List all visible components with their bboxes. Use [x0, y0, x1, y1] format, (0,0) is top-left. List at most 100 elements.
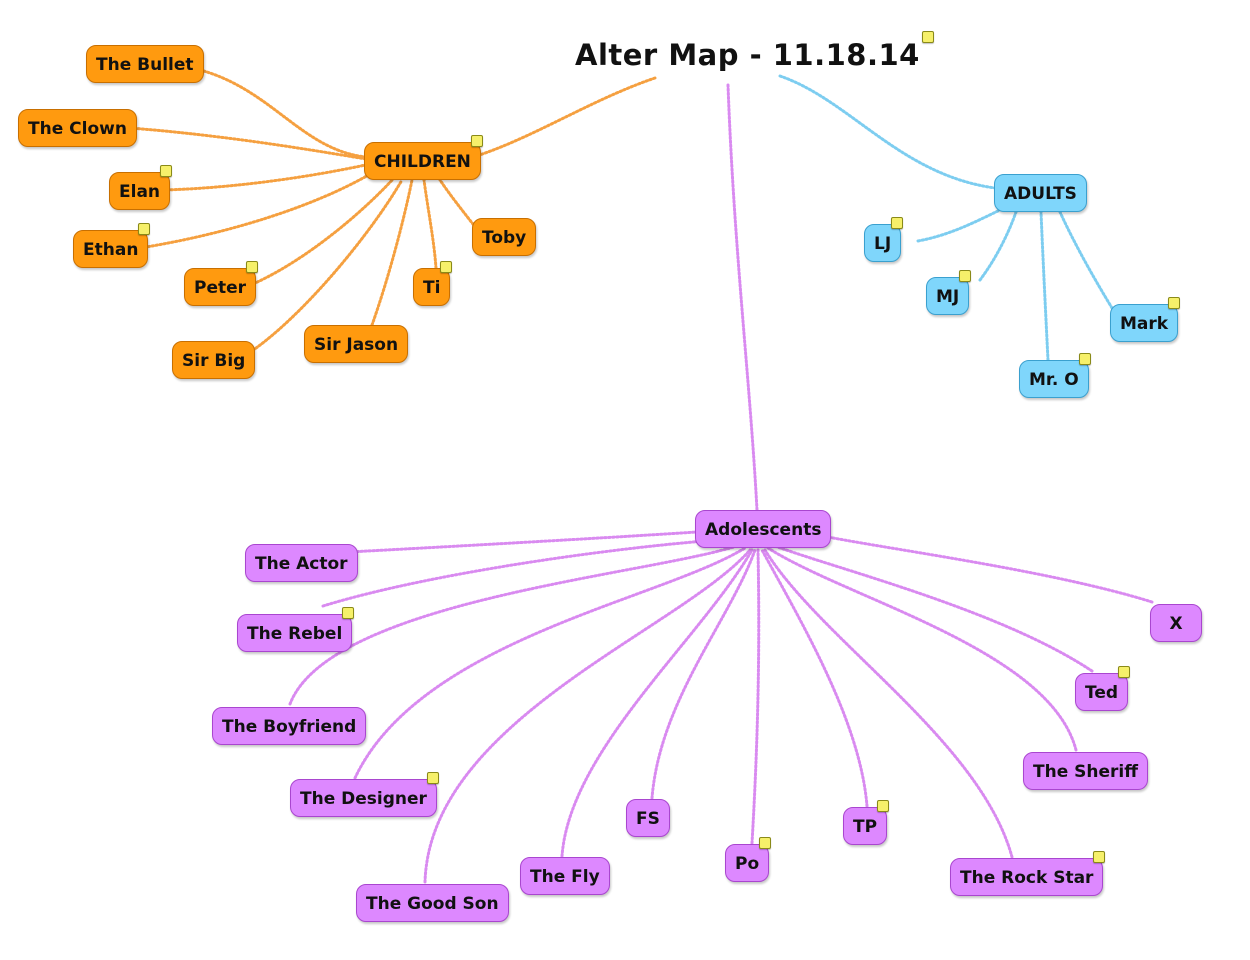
node-label: The Actor: [255, 554, 348, 574]
link-title-adolescents: [726, 83, 759, 512]
adolescents-item-po[interactable]: Po: [725, 837, 772, 882]
link-adolescents-ted: [770, 543, 1094, 673]
note-icon[interactable]: [1093, 851, 1106, 863]
link-adolescents-x: [816, 533, 1154, 604]
node-label: The Rebel: [247, 624, 343, 644]
note-icon[interactable]: [470, 135, 483, 147]
note-icon[interactable]: [759, 837, 772, 849]
link-title-children: [468, 76, 657, 160]
children-item-the-clown[interactable]: The Clown: [18, 109, 137, 147]
node-label: The Boyfriend: [222, 717, 357, 737]
adolescents-item-the-fly[interactable]: The Fly: [520, 857, 610, 895]
note-icon[interactable]: [342, 607, 355, 619]
children-item-sir-jason[interactable]: Sir Jason: [304, 325, 409, 363]
link-adolescents-the-good-son: [423, 548, 752, 884]
adolescents-item-the-rock-star[interactable]: The Rock Star: [950, 851, 1106, 896]
note-icon[interactable]: [959, 270, 972, 282]
node-label: The Designer: [300, 789, 427, 809]
adolescents-item-the-designer[interactable]: The Designer: [290, 772, 439, 817]
note-icon[interactable]: [440, 261, 453, 273]
node-label: Toby: [482, 228, 527, 248]
children-item-peter[interactable]: Peter: [184, 261, 259, 306]
link-children-sir-big: [244, 178, 404, 357]
children-item-toby[interactable]: Toby: [472, 218, 537, 256]
link-adolescents-the-boyfriend: [288, 543, 742, 706]
adults-item-mj[interactable]: MJ: [926, 270, 972, 315]
link-children-the-bullet: [190, 66, 368, 159]
node-label: MJ: [936, 287, 960, 307]
adolescents-item-ted[interactable]: Ted: [1075, 666, 1131, 711]
node-label: Ti: [423, 278, 441, 298]
link-adolescents-the-designer: [353, 546, 747, 780]
link-adults-mj: [978, 210, 1018, 282]
link-adolescents-po: [750, 548, 761, 845]
link-adolescents-the-fly: [560, 548, 754, 858]
link-children-ti: [422, 178, 438, 270]
adolescents-item-the-sheriff[interactable]: The Sheriff: [1023, 752, 1149, 790]
children-item-the-bullet[interactable]: The Bullet: [86, 45, 204, 83]
node-label: The Good Son: [366, 894, 499, 914]
link-adolescents-the-actor: [347, 530, 699, 554]
note-icon[interactable]: [1168, 297, 1181, 309]
children-node[interactable]: CHILDREN: [364, 135, 483, 180]
adolescents-item-x[interactable]: X: [1150, 604, 1202, 642]
node-label: Po: [735, 854, 760, 874]
note-icon[interactable]: [1118, 666, 1131, 678]
map-title[interactable]: Alter Map - 11.18.14: [575, 31, 934, 72]
link-adolescents-fs: [650, 548, 757, 800]
node-label: The Fly: [530, 867, 600, 887]
link-children-elan: [161, 162, 372, 192]
note-icon[interactable]: [426, 772, 439, 784]
adolescents-label: Adolescents: [705, 520, 822, 540]
node-label: The Rock Star: [960, 868, 1094, 888]
adolescents-item-tp[interactable]: TP: [843, 800, 890, 845]
note-icon[interactable]: [160, 165, 173, 177]
node-label: Ted: [1085, 683, 1119, 703]
adults-item-lj[interactable]: LJ: [864, 217, 904, 262]
adolescents-item-fs[interactable]: FS: [626, 799, 670, 837]
link-adults-mr-o: [1039, 210, 1050, 362]
node-label: LJ: [874, 234, 892, 254]
adults-item-mark[interactable]: Mark: [1110, 297, 1181, 342]
link-children-toby: [438, 178, 478, 230]
note-icon[interactable]: [1078, 353, 1091, 365]
adults-label: ADULTS: [1004, 184, 1077, 204]
node-label: Peter: [194, 278, 247, 298]
node-label: Sir Big: [182, 351, 246, 371]
node-label: The Sheriff: [1033, 762, 1139, 782]
link-adults-mark: [1058, 210, 1114, 310]
node-label: X: [1169, 614, 1183, 634]
children-item-ethan[interactable]: Ethan: [73, 223, 151, 268]
link-adolescents-the-rock-star: [763, 548, 1014, 859]
link-adolescents-the-rebel: [321, 538, 722, 608]
link-adolescents-tp: [760, 548, 869, 808]
map-title-text: Alter Map - 11.18.14: [575, 38, 920, 72]
node-label: Mr. O: [1029, 370, 1079, 390]
children-item-elan[interactable]: Elan: [109, 165, 173, 210]
node-label: Elan: [119, 182, 161, 202]
adults-item-mr-o[interactable]: Mr. O: [1019, 353, 1091, 398]
note-icon[interactable]: [138, 223, 151, 235]
adolescents-item-the-boyfriend[interactable]: The Boyfriend: [212, 707, 367, 745]
children-item-sir-big[interactable]: Sir Big: [172, 341, 256, 379]
link-children-the-clown: [128, 126, 368, 161]
note-icon[interactable]: [246, 261, 259, 273]
children-item-ti[interactable]: Ti: [413, 261, 453, 306]
children-label: CHILDREN: [374, 152, 471, 172]
node-label: TP: [853, 817, 878, 837]
adults-node[interactable]: ADULTS: [994, 174, 1087, 212]
adolescents-item-the-actor[interactable]: The Actor: [245, 544, 358, 582]
link-children-sir-jason: [370, 178, 414, 327]
adolescents-item-the-rebel[interactable]: The Rebel: [237, 607, 355, 652]
node-label: Ethan: [83, 240, 139, 260]
link-children-peter: [244, 176, 396, 289]
node-label: FS: [636, 809, 660, 829]
note-icon[interactable]: [891, 217, 904, 229]
adolescents-node[interactable]: Adolescents: [695, 510, 832, 548]
note-icon[interactable]: [921, 31, 934, 43]
note-icon[interactable]: [877, 800, 890, 812]
link-title-adults: [778, 74, 997, 190]
adolescents-item-the-good-son[interactable]: The Good Son: [356, 884, 509, 922]
